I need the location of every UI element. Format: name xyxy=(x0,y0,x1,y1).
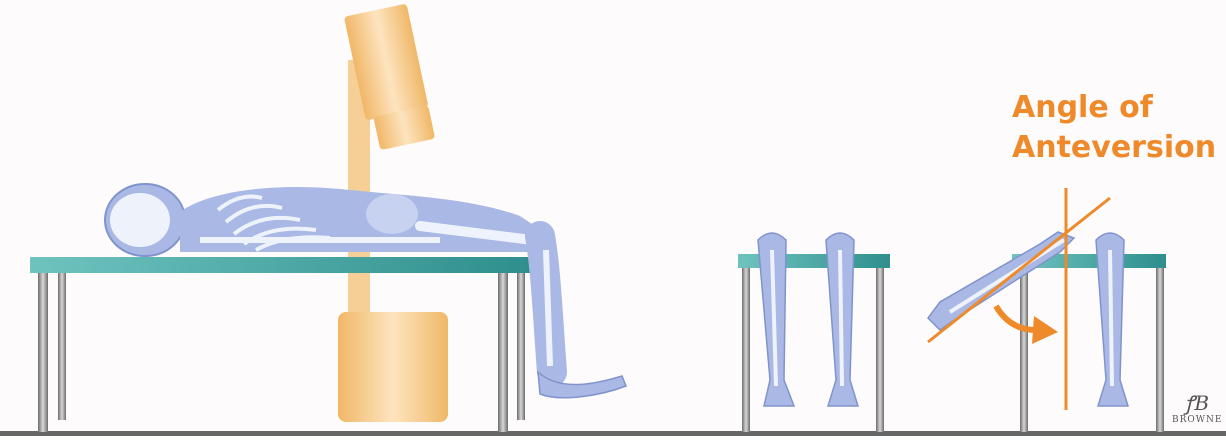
main-table xyxy=(30,257,530,432)
floor-line xyxy=(0,431,1226,436)
signature-monogram: ꝭB xyxy=(1172,392,1222,414)
caption-line-2: Anteversion xyxy=(1012,128,1216,168)
anteversion-caption: Angle of Anteversion xyxy=(1012,88,1216,168)
artist-signature: ꝭB BROWNE xyxy=(1172,392,1222,426)
signature-name: BROWNE xyxy=(1172,414,1222,426)
caption-line-1: Angle of xyxy=(1012,88,1216,128)
